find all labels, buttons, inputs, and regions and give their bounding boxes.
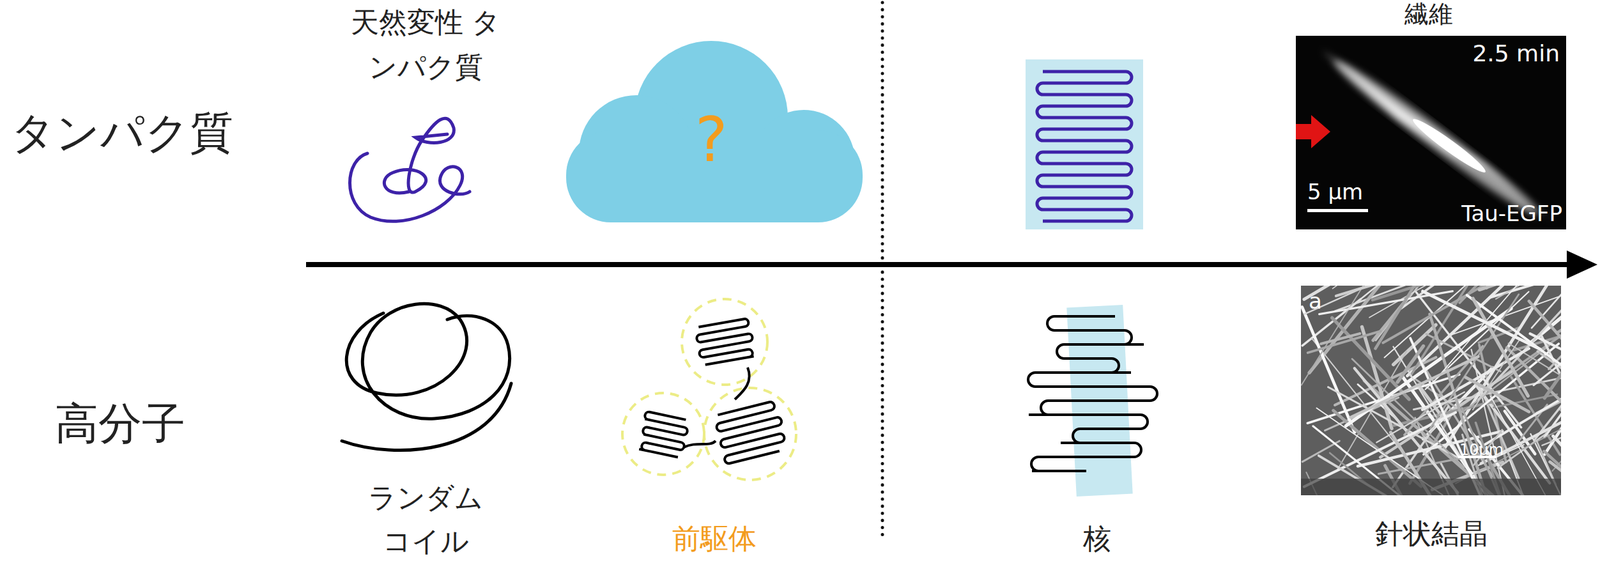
needle-crystal (1392, 346, 1475, 480)
image-annotation: 10μm (1459, 441, 1504, 459)
precursor-fold (637, 411, 690, 459)
needle-crystal (1336, 285, 1402, 296)
needle-crystal (1410, 338, 1492, 496)
needle-crystal (1533, 295, 1562, 386)
needle-crystal (1320, 333, 1360, 344)
needle-crystal (1479, 285, 1562, 290)
needle-crystal (1333, 410, 1422, 487)
needle-crystal (1375, 285, 1464, 349)
image-annotation: Tau-EGFP (1461, 201, 1563, 226)
needle-crystal (1556, 285, 1562, 333)
needle-crystal (1393, 398, 1507, 426)
fiber-core (1409, 115, 1489, 177)
nucleus-chain (1028, 316, 1158, 471)
row-or-stage-label: 前駆体 (644, 520, 785, 557)
needle-crystal (1536, 441, 1556, 485)
question-mark: ? (695, 106, 728, 175)
needle-crystal (1346, 285, 1421, 310)
row-or-stage-label: 核 (1058, 520, 1136, 557)
needle-crystal (1472, 298, 1528, 397)
info-strip (1300, 478, 1562, 496)
sem-image: a 10μm (1300, 285, 1562, 496)
precursor-fold (713, 400, 789, 465)
image-background (1295, 35, 1567, 230)
question-cloud: ? (566, 40, 863, 223)
needle-crystal (1465, 376, 1530, 412)
divider-dotted-line (881, 2, 885, 536)
needle-crystal (1384, 285, 1466, 358)
image-annotation: a (1308, 289, 1323, 314)
axis-arrowhead (1566, 250, 1598, 279)
node-shape (1300, 285, 1562, 496)
time-axis (306, 261, 1571, 268)
needle-crystal (1467, 295, 1562, 415)
needle-crystal (1332, 285, 1392, 289)
fibril-core-box (1025, 59, 1144, 230)
needle-crystal (1486, 285, 1562, 288)
precursor-fold (694, 318, 756, 366)
precursor-chain (683, 367, 750, 448)
row-or-stage-label: 針状結晶 (1348, 515, 1515, 552)
row-or-stage-label: 天然変性 タンパク質 (348, 0, 503, 90)
needle-crystal (1430, 294, 1519, 429)
folded-protein (1037, 71, 1132, 222)
needle-crystal (1423, 291, 1541, 349)
disordered-protein (350, 118, 471, 222)
precursor-circle (622, 392, 705, 475)
row-or-stage-label: 繊維 (1364, 0, 1493, 29)
fluorescence-image: 2.5 min 5 µm Tau-EGFP (1295, 35, 1567, 230)
row-or-stage-label: 高分子 (24, 398, 216, 450)
needle-crystal (1495, 285, 1562, 300)
precursor-circle (681, 299, 768, 385)
scale-bar (1307, 208, 1369, 213)
image-annotation: 5 µm (1307, 180, 1363, 204)
needle-crystal (1354, 368, 1458, 493)
image-annotation: 2.5 min (1472, 40, 1560, 67)
needle-crystal (1472, 339, 1520, 410)
needle-crystal (1478, 299, 1562, 400)
needle-crystal (1302, 307, 1355, 433)
needle-crystal (1430, 314, 1487, 496)
random-coil (341, 303, 512, 450)
row-or-stage-label: タンパク質 (0, 107, 244, 159)
row-or-stage-label: ランダム コイル (361, 476, 490, 563)
needle-crystal (1307, 330, 1381, 353)
needle-crystal (1397, 345, 1424, 382)
red-arrow (1295, 115, 1331, 149)
precursor-circle (704, 387, 797, 480)
needle-crystal (1350, 356, 1479, 418)
